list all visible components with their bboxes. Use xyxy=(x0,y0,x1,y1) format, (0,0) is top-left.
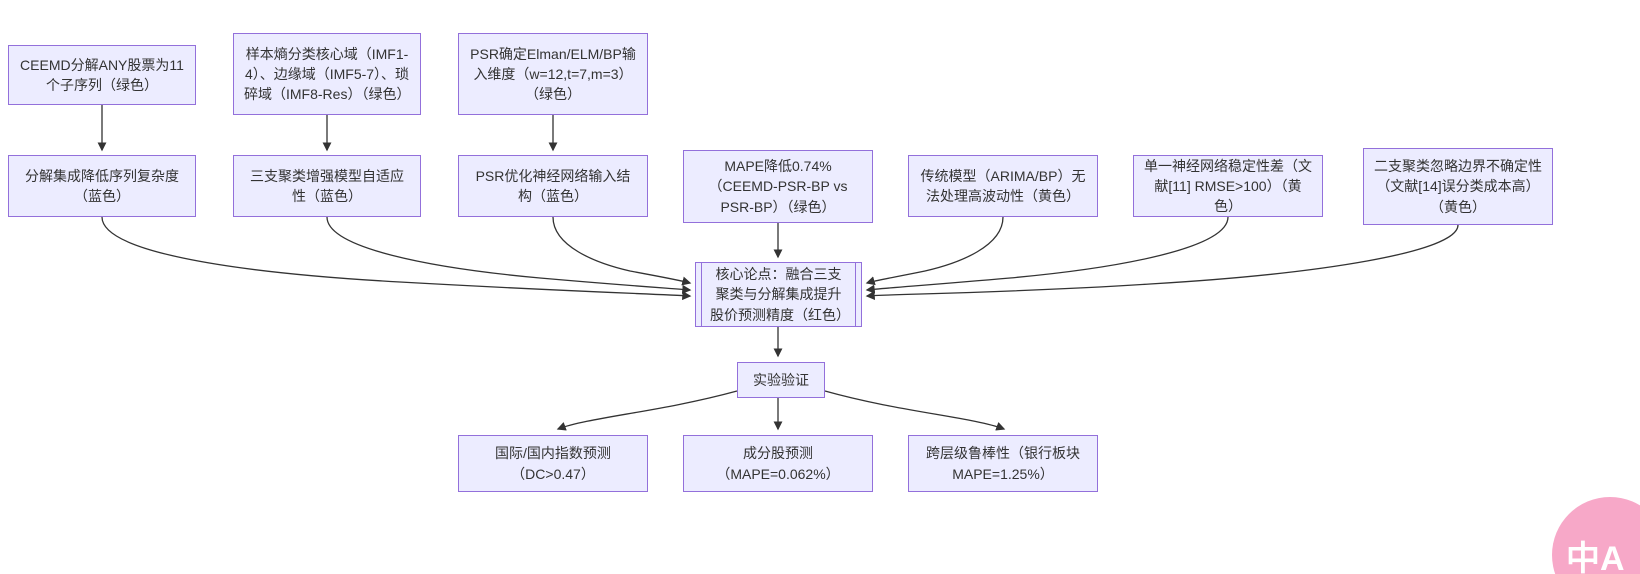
node-psr-input-dimension: PSR确定Elman/ELM/BP输入维度（w=12,t=7,m=3）（绿色） xyxy=(458,33,648,115)
node-label: 样本熵分类核心域（IMF1-4）、边缘域（IMF5-7）、琐碎域（IMF8-Re… xyxy=(244,45,411,103)
node-traditional-model-limit: 传统模型（ARIMA/BP）无法处理高波动性（黄色） xyxy=(908,155,1098,217)
edge-y3-core xyxy=(865,224,1459,300)
node-label: 成分股预测（MAPE=0.062%） xyxy=(716,445,840,482)
node-ceemd-decompose: CEEMD分解ANY股票为11个子序列（绿色） xyxy=(8,45,196,105)
translate-badge-icon[interactable]: 中A xyxy=(1552,497,1640,574)
node-single-nn-instability: 单一神经网络稳定性差（文献[11] RMSE>100）（黄色） xyxy=(1133,155,1323,217)
edge-b1-core xyxy=(101,216,692,301)
node-core-thesis: 核心论点：融合三支聚类与分解集成提升股价预测精度（红色） xyxy=(695,262,862,327)
translate-badge-label: 中A xyxy=(1566,539,1625,574)
node-mape-reduction: MAPE降低0.74%（CEEMD-PSR-BP vs PSR-BP）（绿色） xyxy=(683,150,873,223)
node-label: 三支聚类增强模型自适应性（蓝色） xyxy=(250,167,404,204)
node-constituent-stock-result: 成分股预测（MAPE=0.062%） xyxy=(683,435,873,492)
edge-exp-r3 xyxy=(824,390,1006,431)
node-label: 核心论点：融合三支聚类与分解集成提升股价预测精度（红色） xyxy=(710,266,850,323)
edge-exp-r1 xyxy=(556,390,738,431)
node-label: 国际/国内指数预测（DC>0.47） xyxy=(495,445,611,482)
node-index-prediction-result: 国际/国内指数预测（DC>0.47） xyxy=(458,435,648,492)
edge-b2-core xyxy=(326,216,692,294)
node-cross-level-robustness-result: 跨层级鲁棒性（银行板块 MAPE=1.25%） xyxy=(908,435,1098,492)
node-decomposition-complexity: 分解集成降低序列复杂度（蓝色） xyxy=(8,155,196,217)
node-three-way-clustering-adaptivity: 三支聚类增强模型自适应性（蓝色） xyxy=(233,155,421,217)
node-label: 实验验证 xyxy=(753,371,809,388)
node-label: 跨层级鲁棒性（银行板块 MAPE=1.25%） xyxy=(926,445,1080,482)
node-label: CEEMD分解ANY股票为11个子序列（绿色） xyxy=(20,56,184,93)
node-label: PSR确定Elman/ELM/BP输入维度（w=12,t=7,m=3）（绿色） xyxy=(470,45,636,103)
node-two-way-clustering-limit: 二支聚类忽略边界不确定性（文献[14]误分类成本高）（黄色） xyxy=(1363,148,1553,225)
node-label: PSR优化神经网络输入结构（蓝色） xyxy=(475,167,631,204)
node-label: MAPE降低0.74%（CEEMD-PSR-BP vs PSR-BP）（绿色） xyxy=(708,158,848,215)
node-label: 分解集成降低序列复杂度（蓝色） xyxy=(25,167,179,204)
node-sample-entropy-domains: 样本熵分类核心域（IMF1-4）、边缘域（IMF5-7）、琐碎域（IMF8-Re… xyxy=(233,33,421,115)
node-experiment-validation: 实验验证 xyxy=(737,362,825,398)
node-label: 二支聚类忽略边界不确定性（文献[14]误分类成本高）（黄色） xyxy=(1374,158,1542,215)
node-psr-input-structure: PSR优化神经网络输入结构（蓝色） xyxy=(458,155,648,217)
node-label: 单一神经网络稳定性差（文献[11] RMSE>100）（黄色） xyxy=(1144,157,1312,215)
node-label: 传统模型（ARIMA/BP）无法处理高波动性（黄色） xyxy=(920,167,1086,204)
edge-y2-core xyxy=(865,216,1229,294)
edge-b3-core xyxy=(552,216,692,286)
edge-y1-core xyxy=(865,216,1004,286)
